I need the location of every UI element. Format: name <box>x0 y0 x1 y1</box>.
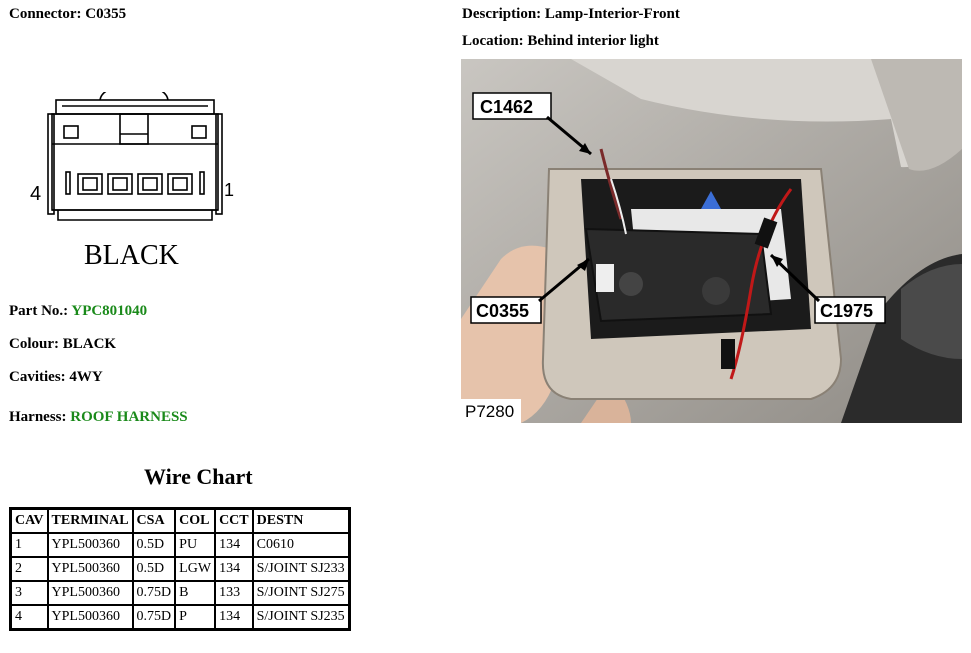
cell-terminal: YPL500360 <box>46 556 134 582</box>
location-heading: Location: Behind interior light <box>462 33 659 50</box>
pin-left-label: 4 <box>30 183 41 205</box>
callout-c1975: C1975 <box>769 253 886 324</box>
wire-chart-title: Wire Chart <box>144 464 253 489</box>
cell-col: P <box>174 604 217 631</box>
cell-cct: 134 <box>214 532 254 558</box>
table-header-row: CAV TERMINAL CSA COL CCT DESTN <box>9 507 351 534</box>
callout-c0355: C0355 <box>470 257 590 324</box>
cell-destn: S/JOINT SJ235 <box>251 604 351 631</box>
location-value: Behind interior light <box>527 33 659 49</box>
cell-terminal: YPL500360 <box>46 532 134 558</box>
cell-cav: 2 <box>9 556 49 582</box>
callout-c1462-text: C1462 <box>480 97 533 117</box>
cell-csa: 0.5D <box>131 556 177 582</box>
description-heading: Description: Lamp-Interior-Front <box>462 6 680 23</box>
location-photo: C1462 C0355 C1975 P7280 <box>461 59 962 423</box>
header-csa: CSA <box>131 507 177 534</box>
connector-diagram: 4 1 BLACK <box>30 92 234 271</box>
callout-c0355-text: C0355 <box>476 301 529 321</box>
colour-value: BLACK <box>62 336 117 352</box>
connector-value: C0355 <box>85 6 127 22</box>
cell-col: PU <box>174 532 217 558</box>
cell-cct: 133 <box>214 580 254 606</box>
header-destn: DESTN <box>251 507 351 534</box>
callout-c1975-text: C1975 <box>820 301 873 321</box>
location-label: Location: <box>462 33 524 49</box>
photo-id-badge: P7280 <box>461 399 521 423</box>
cell-col: LGW <box>174 556 217 582</box>
cavities-value: 4WY <box>69 369 103 385</box>
harness-value: ROOF HARNESS <box>70 409 188 425</box>
cell-cav: 4 <box>9 604 49 631</box>
cell-col: B <box>174 580 217 606</box>
part-no-line: Part No.: YPC801040 <box>9 303 147 320</box>
header-col: COL <box>174 507 217 534</box>
photo-id-text: P7280 <box>465 402 514 421</box>
cell-csa: 0.75D <box>131 580 177 606</box>
header-cav: CAV <box>9 507 49 534</box>
cell-csa: 0.5D <box>131 532 177 558</box>
connector-heading: Connector: C0355 <box>9 6 126 23</box>
connector-label: Connector: <box>9 6 82 22</box>
cell-destn: S/JOINT SJ233 <box>251 556 351 582</box>
colour-line: Colour: BLACK <box>9 336 116 353</box>
harness-line: Harness: ROOF HARNESS <box>9 409 188 426</box>
header-cct: CCT <box>214 507 254 534</box>
description-value: Lamp-Interior-Front <box>544 6 680 22</box>
diagram-colour-label: BLACK <box>84 240 179 271</box>
table-row: 2 YPL500360 0.5D LGW 134 S/JOINT SJ233 <box>9 556 351 582</box>
cell-destn: C0610 <box>251 532 351 558</box>
cavities-label: Cavities: <box>9 369 66 385</box>
cell-csa: 0.75D <box>131 604 177 631</box>
callout-c1462: C1462 <box>472 92 592 156</box>
part-no-value: YPC801040 <box>71 303 148 319</box>
description-label: Description: <box>462 6 542 22</box>
cell-cav: 1 <box>9 532 49 558</box>
cell-cct: 134 <box>214 604 254 631</box>
table-row: 3 YPL500360 0.75D B 133 S/JOINT SJ275 <box>9 580 351 606</box>
pin-right-label: 1 <box>224 180 234 200</box>
harness-label: Harness: <box>9 409 67 425</box>
cavities-line: Cavities: 4WY <box>9 369 103 386</box>
cell-cav: 3 <box>9 580 49 606</box>
table-row: 1 YPL500360 0.5D PU 134 C0610 <box>9 532 351 558</box>
part-no-label: Part No.: <box>9 303 69 319</box>
table-row: 4 YPL500360 0.75D P 134 S/JOINT SJ235 <box>9 604 351 631</box>
header-terminal: TERMINAL <box>46 507 134 534</box>
colour-label: Colour: <box>9 336 59 352</box>
cell-terminal: YPL500360 <box>46 604 134 631</box>
cell-terminal: YPL500360 <box>46 580 134 606</box>
cell-destn: S/JOINT SJ275 <box>251 580 351 606</box>
cell-cct: 134 <box>214 556 254 582</box>
wire-chart-table: CAV TERMINAL CSA COL CCT DESTN 1 YPL5003… <box>9 507 351 631</box>
